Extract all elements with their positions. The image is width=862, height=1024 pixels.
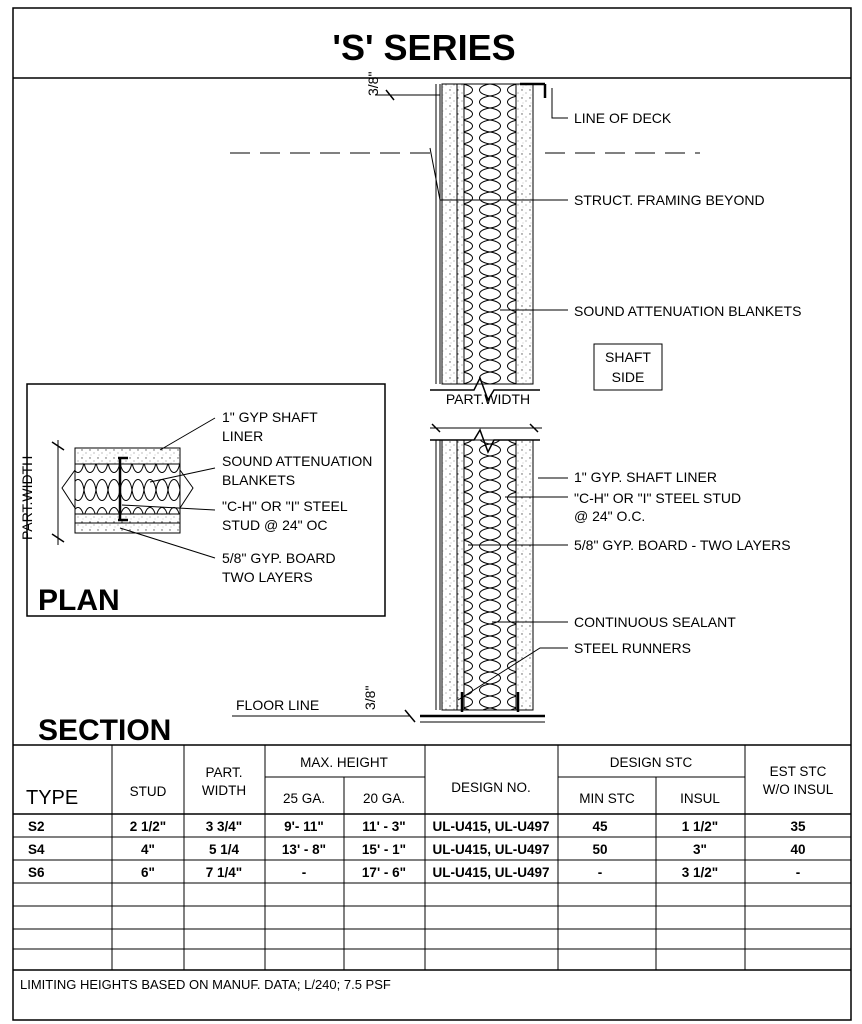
- table-cell: 1 1/2": [682, 819, 718, 834]
- plan-blankets-2: BLANKETS: [222, 472, 295, 488]
- table-cell: 5 1/4: [209, 842, 240, 857]
- callout-shaft-liner: 1" GYP. SHAFT LINER: [574, 469, 717, 485]
- hdr-est-1: EST STC: [770, 764, 827, 779]
- table-cell: 50: [592, 842, 607, 857]
- section-wall-lower: [435, 439, 534, 711]
- table-cell: 3": [693, 842, 707, 857]
- plan-stud-2: STUD @ 24" OC: [222, 517, 328, 533]
- table-cell: -: [598, 865, 603, 880]
- table-cell: UL-U415, UL-U497: [432, 819, 549, 834]
- dim-bottom: 3/8": [362, 686, 378, 710]
- plan-part-width: PART.WIDTH: [19, 456, 35, 540]
- callout-steel-stud-2: @ 24" O.C.: [574, 508, 645, 524]
- callout-sealant: CONTINUOUS SEALANT: [574, 614, 736, 630]
- hdr-max-height: MAX. HEIGHT: [300, 755, 388, 770]
- plan-blankets-1: SOUND ATTENUATION: [222, 453, 372, 469]
- callout-line-of-deck: LINE OF DECK: [574, 110, 672, 126]
- table-cell: 15' - 1": [362, 842, 406, 857]
- hdr-25ga: 25 GA.: [283, 791, 325, 806]
- table-footnote: LIMITING HEIGHTS BASED ON MANUF. DATA; L…: [20, 977, 391, 992]
- hdr-type: TYPE: [26, 787, 78, 809]
- hdr-20ga: 20 GA.: [363, 791, 405, 806]
- plan-stud-1: "C-H" OR "I" STEEL: [222, 498, 348, 514]
- table-cell: 2 1/2": [130, 819, 166, 834]
- section-label: SECTION: [38, 714, 171, 747]
- callout-gyp-board: 5/8" GYP. BOARD - TWO LAYERS: [574, 537, 791, 553]
- table-cell: 45: [592, 819, 608, 834]
- plan-wall: [61, 447, 194, 534]
- hdr-stud: STUD: [130, 784, 167, 799]
- table-cell: S4: [28, 842, 45, 857]
- hdr-part-2: WIDTH: [202, 783, 246, 798]
- plan-board-2: TWO LAYERS: [222, 569, 313, 585]
- table-cell: 3 3/4": [206, 819, 242, 834]
- table-cell: 11' - 3": [362, 819, 405, 834]
- table-cell: 4": [141, 842, 155, 857]
- callout-struct-framing: STRUCT. FRAMING BEYOND: [574, 192, 765, 208]
- callout-steel-stud-1: "C-H" OR "I" STEEL STUD: [574, 490, 741, 506]
- table-cell: S6: [28, 865, 45, 880]
- table-cell: 17' - 6": [362, 865, 406, 880]
- table-cell: 3 1/2": [682, 865, 718, 880]
- table-cell: -: [796, 865, 801, 880]
- callout-runners: STEEL RUNNERS: [574, 640, 691, 656]
- section-wall-upper: [435, 83, 534, 385]
- spec-table: TYPE STUD PART. WIDTH MAX. HEIGHT 25 GA.…: [13, 744, 851, 992]
- sheet-title: 'S' SERIES: [332, 27, 515, 68]
- table-cell: 6": [141, 865, 155, 880]
- part-width-label: PART.WIDTH: [446, 391, 530, 407]
- hdr-min-stc: MIN STC: [579, 791, 635, 806]
- shaft-side-box: [593, 343, 663, 391]
- table-cell: 13' - 8": [282, 842, 326, 857]
- sheet-border: [12, 7, 852, 1021]
- table-cell: S2: [28, 819, 45, 834]
- table-cell: 7 1/4": [206, 865, 242, 880]
- plan-board-1: 5/8" GYP. BOARD: [222, 550, 336, 566]
- shaft-side-line1: SHAFT: [605, 349, 651, 365]
- plan-box: [26, 383, 386, 617]
- plan-label: PLAN: [38, 584, 120, 617]
- hdr-design-no: DESIGN NO.: [451, 780, 531, 795]
- table-cell: UL-U415, UL-U497: [432, 865, 549, 880]
- table-cell: 35: [790, 819, 806, 834]
- floor-line-label: FLOOR LINE: [236, 697, 319, 713]
- plan-liner-1: 1" GYP SHAFT: [222, 409, 318, 425]
- hdr-insul: INSUL: [680, 791, 720, 806]
- callout-sound-blankets: SOUND ATTENUATION BLANKETS: [574, 303, 801, 319]
- hdr-est-2: W/O INSUL: [763, 782, 834, 797]
- table-cell: 9'- 11": [284, 819, 324, 834]
- plan-liner-2: LINER: [222, 428, 263, 444]
- table-cell: -: [302, 865, 307, 880]
- dim-top: 3/8": [365, 72, 381, 96]
- hdr-part-1: PART.: [205, 765, 242, 780]
- table-cell: UL-U415, UL-U497: [432, 842, 549, 857]
- shaft-side-line2: SIDE: [612, 369, 645, 385]
- table-cell: 40: [790, 842, 805, 857]
- hdr-design-stc: DESIGN STC: [610, 755, 693, 770]
